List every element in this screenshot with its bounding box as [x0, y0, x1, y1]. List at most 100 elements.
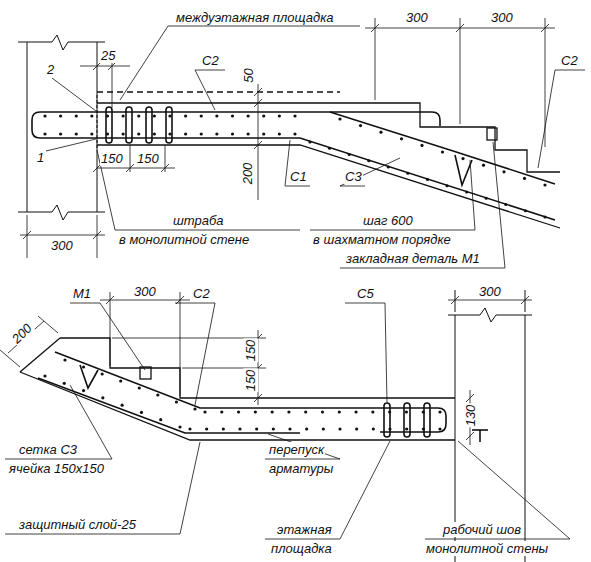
rebar-dot — [215, 114, 218, 117]
rebar-dot — [200, 114, 203, 117]
rebar-dot — [405, 427, 408, 430]
rebar-dot — [308, 140, 311, 143]
rebar-dot — [321, 410, 324, 413]
rebar-dot — [106, 132, 109, 135]
rebar-dot — [203, 410, 206, 413]
rebar-dot — [406, 172, 409, 175]
rebar-dot — [59, 132, 62, 135]
rebar-dot — [287, 410, 290, 413]
rebar-dot — [441, 150, 444, 153]
dimension-text: 150 — [136, 151, 160, 166]
rebar-dot — [438, 427, 441, 430]
landing-top — [97, 92, 560, 228]
rebar-dot — [247, 132, 250, 135]
note-label: сетка С3 — [18, 442, 78, 457]
rebar-dot — [523, 177, 526, 180]
rebar-dot — [220, 410, 223, 413]
rebar-dot — [75, 132, 78, 135]
rebar-dot — [355, 427, 358, 430]
rebar-dot — [543, 215, 546, 218]
rebar-dot — [106, 114, 109, 117]
dimension-text: 25 — [100, 48, 116, 63]
flight-bottom — [20, 338, 455, 440]
dimension-text: 150 — [243, 369, 258, 393]
note-label: рабочий шов — [442, 522, 522, 537]
rebar-dot — [293, 114, 296, 117]
rebar-dot — [348, 153, 351, 156]
rebar-dot — [159, 418, 162, 421]
mark-label: С5 — [356, 286, 375, 301]
rebar-dot — [168, 132, 171, 135]
dimension-text: 300 — [490, 10, 514, 25]
rebar-dot — [288, 427, 291, 430]
note-label: защитный слой-25 — [18, 517, 137, 532]
rebar-dots — [43, 114, 546, 430]
dimension-text: 300 — [478, 284, 502, 299]
rebar-dot — [75, 114, 78, 117]
rebar-dot — [247, 114, 250, 117]
note-label: арматуры — [268, 461, 334, 476]
rebar-dot — [82, 389, 85, 392]
rebar-dot — [388, 410, 391, 413]
dimension-text: 150 — [243, 339, 258, 363]
rebar-dot — [237, 410, 240, 413]
rebar-dot — [122, 132, 125, 135]
rebar-dot — [140, 411, 143, 414]
rebar-dot — [338, 117, 341, 120]
rebar-dot — [153, 132, 156, 135]
rebar-dot — [322, 427, 325, 430]
rebar-dot — [543, 183, 546, 186]
rebar-dot — [372, 427, 375, 430]
rebar-dot — [502, 170, 505, 173]
dimensions-top — [20, 18, 555, 258]
rebar-dot — [400, 137, 403, 140]
rebar-dot — [137, 114, 140, 117]
rebar-dot — [420, 144, 423, 147]
rebar-dot — [119, 379, 122, 382]
rebar-dot — [175, 400, 178, 403]
rebar-dot — [178, 425, 181, 428]
mark-label: С2 — [201, 53, 220, 68]
rebar-dot — [328, 147, 331, 150]
rebar-dot — [43, 114, 46, 117]
note-label: междуэтажная площадка — [175, 10, 335, 25]
rebar-dot — [101, 396, 104, 399]
rebar-dot — [388, 427, 391, 430]
rebar-dot — [262, 132, 265, 135]
rebar-dot — [184, 114, 187, 117]
rebar-dot — [379, 131, 382, 134]
rebar-dot — [262, 114, 265, 117]
note-label: в шахматном порядке — [312, 232, 452, 247]
dimension-text: 300 — [133, 284, 157, 299]
rebar-dot — [504, 203, 507, 206]
rebar-top — [32, 107, 555, 220]
rebar-dot — [193, 407, 196, 410]
rebar-dot — [122, 114, 125, 117]
rebar-dot — [359, 124, 362, 127]
note-label: в монолитной стене — [118, 232, 250, 247]
dimensions-bottom — [0, 292, 532, 445]
leaders-bottom — [5, 303, 570, 539]
dimension-text: 300 — [405, 10, 429, 25]
rebar-dot — [255, 427, 258, 430]
rebar-dot — [371, 410, 374, 413]
rebar-dot — [121, 404, 124, 407]
mark-label: С1 — [289, 169, 308, 184]
rebar-dot — [485, 197, 488, 200]
note-label: штраба — [172, 213, 224, 228]
rebar-dot — [231, 132, 234, 135]
rebar-dot — [222, 427, 225, 430]
rebar-dot — [156, 393, 159, 396]
rebar-dot — [305, 427, 308, 430]
mark-label: С2 — [192, 286, 211, 301]
callout-number: 1 — [36, 150, 45, 165]
rebar-dot — [354, 410, 357, 413]
rebar-dot — [43, 374, 46, 377]
rebar-dot — [188, 427, 191, 430]
rebar-dot — [445, 184, 448, 187]
rebar-dot — [387, 165, 390, 168]
rebar-dot — [367, 159, 370, 162]
rebar-dot — [184, 132, 187, 135]
